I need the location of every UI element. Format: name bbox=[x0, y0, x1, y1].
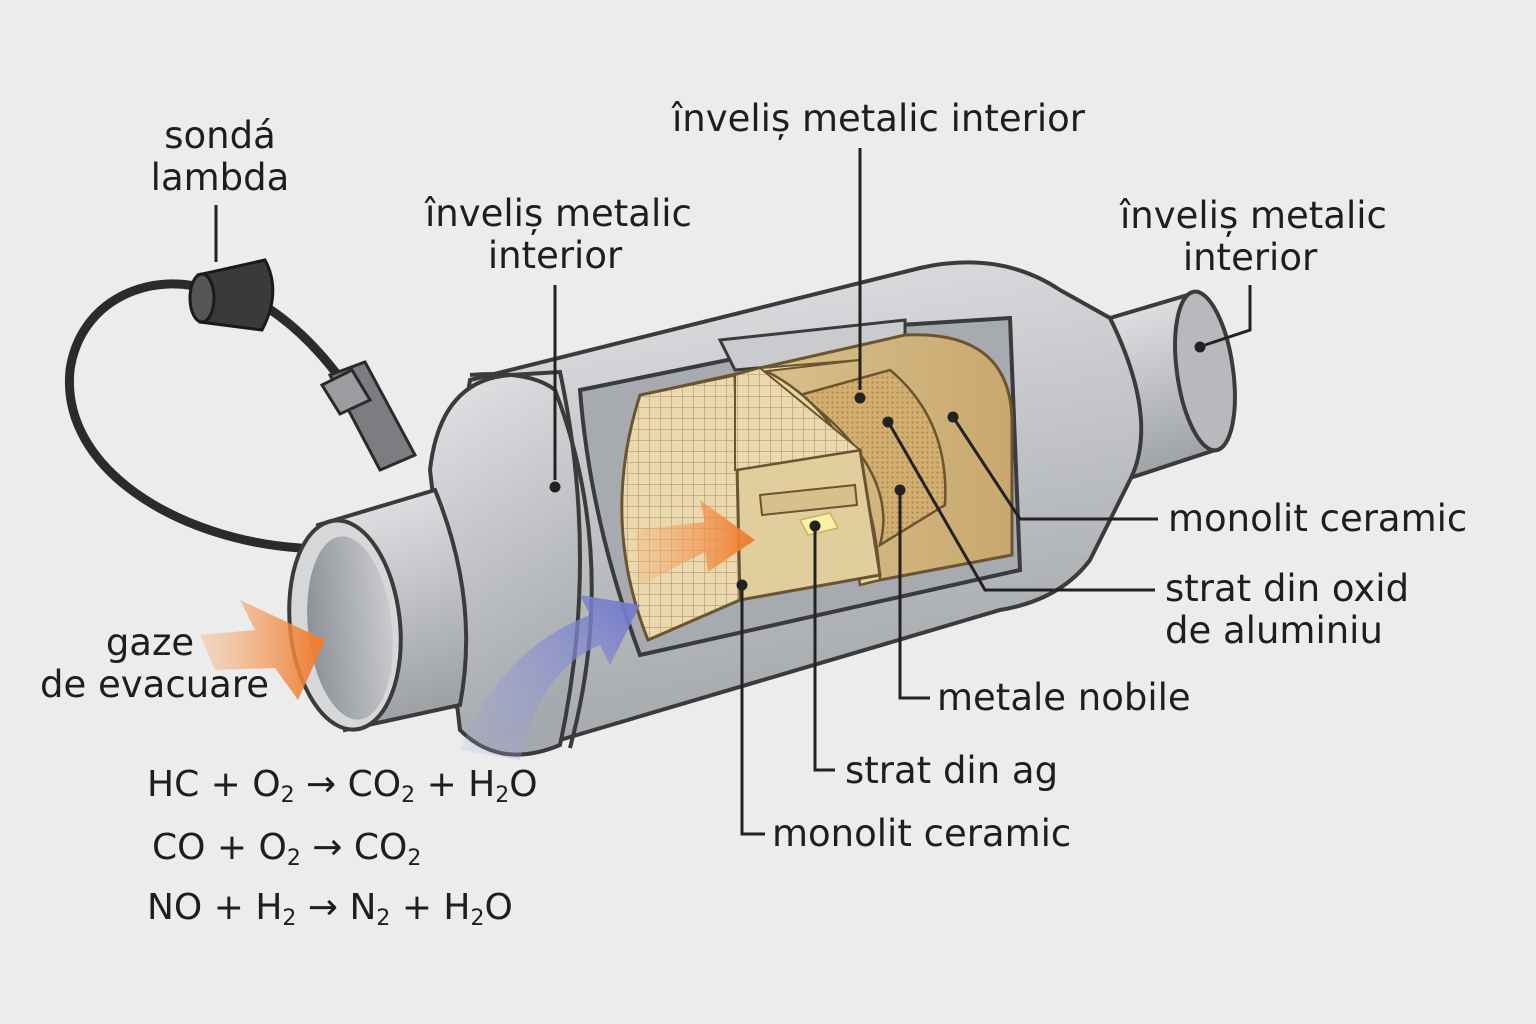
label-alumina: strat din oxid de aluminiu bbox=[1165, 568, 1409, 652]
label-shell-right: înveliș metalic interior bbox=[1120, 194, 1387, 279]
label-noble-metals: metale nobile bbox=[937, 676, 1191, 719]
label-shell-left: înveliș metalic interior bbox=[425, 192, 692, 277]
lambda-sensor-icon bbox=[188, 258, 418, 472]
label-monolith-bottom: monolit ceramic bbox=[772, 812, 1072, 855]
equation-co: CO + O2 → CO2 bbox=[152, 827, 422, 871]
label-shell-left-line2: interior bbox=[487, 234, 623, 277]
leader-lines bbox=[549, 148, 1252, 836]
label-exhaust-gas: gaze de evacuare bbox=[40, 621, 269, 706]
label-gas-line2: de evacuare bbox=[40, 663, 269, 706]
label-lambda-sensor: sondá lambda bbox=[150, 115, 290, 199]
label-shell-right-line1: înveliș metalic bbox=[1120, 194, 1387, 237]
equation-no: NO + H2 → N2 + H2O bbox=[147, 887, 513, 931]
sensor-cable bbox=[64, 279, 305, 553]
label-monolith-right: monolit ceramic bbox=[1168, 497, 1468, 540]
exhaust-gas-arrow bbox=[200, 600, 325, 700]
equation-hc: HC + O2 → CO2 + H2O bbox=[147, 764, 538, 808]
air-flow-arrow bbox=[460, 595, 640, 760]
label-shell-left-line1: înveliș metalic bbox=[425, 192, 692, 235]
label-shell-right-line2: interior bbox=[1182, 236, 1318, 279]
label-lambda-line2: lambda bbox=[150, 156, 290, 199]
label-shell-top: înveliș metalic interior bbox=[672, 97, 1085, 140]
label-silver-layer: strat din ag bbox=[845, 749, 1059, 792]
label-gas-line1: gaze bbox=[105, 621, 195, 664]
label-alumina-line1: strat din oxid bbox=[1165, 567, 1410, 610]
label-lambda-line1: sondá bbox=[164, 114, 276, 157]
label-alumina-line2: de aluminiu bbox=[1165, 609, 1383, 652]
internal-flow-arrow bbox=[635, 500, 755, 585]
